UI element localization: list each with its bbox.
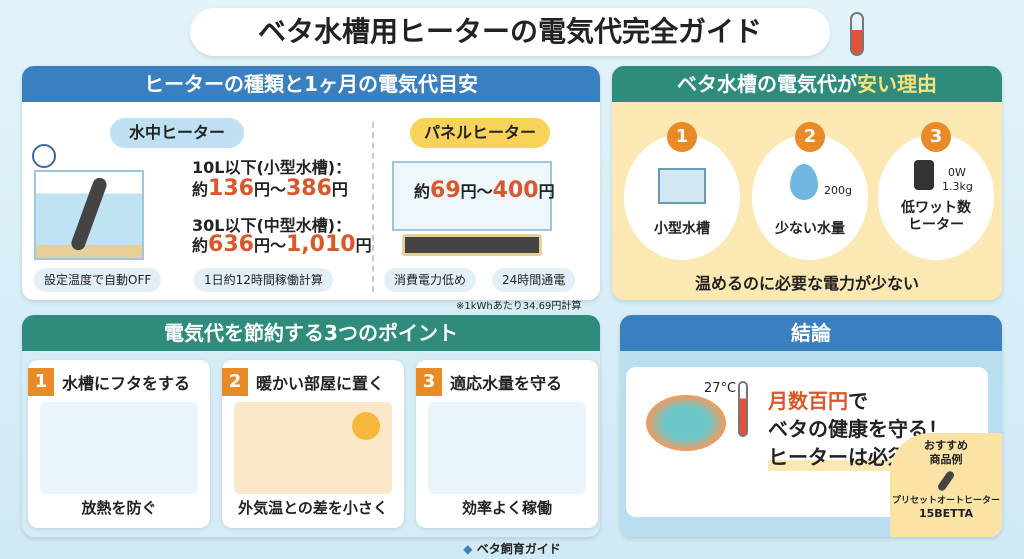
tip-title: 暖かい部屋に置く bbox=[256, 374, 385, 393]
reason-sub: 0W bbox=[948, 166, 966, 179]
section-header: 結論 bbox=[620, 315, 1002, 351]
reason-number: 2 bbox=[795, 122, 825, 152]
rec-model: 15BETTA bbox=[918, 507, 974, 520]
small-tank-price: 約136円～386円 bbox=[192, 176, 348, 201]
section-header: ヒーターの種類と1ヶ月の電気代目安 bbox=[22, 66, 600, 102]
tip-card: 3 適応水量を守る効率よく稼働 bbox=[416, 360, 598, 528]
prefix: 約 bbox=[192, 236, 209, 255]
highlight: 月数百円 bbox=[768, 389, 848, 413]
heater-mat-icon bbox=[402, 234, 542, 256]
small-tank-label: 10L以下(小型水槽)： bbox=[192, 158, 352, 177]
rec-product: プリセットオートヒーター bbox=[891, 496, 1000, 506]
tip-card: 2 暖かい部屋に置く外気温との差を小さく bbox=[222, 360, 404, 528]
yen: 円 bbox=[355, 236, 372, 255]
clock-icon bbox=[32, 144, 56, 168]
min-price: 69 bbox=[430, 178, 461, 203]
max-price: 1,010 bbox=[285, 232, 356, 257]
prefix: 約 bbox=[414, 182, 431, 201]
feature-tag: 24時間通電 bbox=[492, 268, 576, 292]
section-header: 電気代を節約する3つのポイント bbox=[22, 315, 600, 351]
line1: 月数百円で bbox=[768, 387, 948, 415]
tip-number: 2 bbox=[222, 368, 248, 396]
tip-card: 1 水槽にフタをする放熱を防ぐ bbox=[28, 360, 210, 528]
thermometer-icon bbox=[738, 381, 748, 437]
divider bbox=[372, 122, 374, 292]
yen: 円 bbox=[538, 182, 555, 201]
max-price: 386 bbox=[285, 176, 332, 201]
range: 円～ bbox=[253, 180, 286, 199]
conclusion-panel: 結論 27°C 月数百円で ベタの健康を守る！ ヒーターは必須！ おすすめ 商品… bbox=[620, 315, 1002, 537]
tip-title: 適応水量を守る bbox=[450, 374, 563, 393]
feature-tag: 設定温度で自動OFF bbox=[34, 268, 162, 292]
recommended-product: おすすめ 商品例 プリセットオートヒーター 15BETTA bbox=[890, 433, 1002, 537]
max-price: 400 bbox=[492, 178, 539, 203]
text: で bbox=[848, 389, 868, 413]
panel-tank-illustration bbox=[392, 161, 552, 231]
tip-caption: 外気温との差を小さく bbox=[238, 499, 388, 517]
header-text: ベタ水槽の電気代が bbox=[677, 72, 857, 96]
reason-card: 200g 少ない水量 bbox=[752, 134, 868, 260]
panel-heater-label: パネルヒーター bbox=[410, 118, 550, 148]
rec-title: おすすめ bbox=[924, 439, 968, 452]
min-price: 636 bbox=[208, 232, 254, 257]
sun-icon bbox=[352, 412, 380, 440]
tip-number: 3 bbox=[416, 368, 442, 396]
header-highlight: 安い理由 bbox=[857, 72, 937, 96]
prefix: 約 bbox=[192, 180, 209, 199]
betta-fish-illustration bbox=[646, 395, 726, 451]
reason-sub: 1.3kg bbox=[942, 180, 973, 193]
reason-label: 低ワット数ヒーター bbox=[901, 200, 971, 233]
range: 円～ bbox=[460, 182, 493, 201]
temperature: 27°C bbox=[704, 381, 737, 396]
warm-room-illustration bbox=[234, 402, 392, 494]
rec-title: 商品例 bbox=[929, 453, 963, 466]
yen: 円 bbox=[331, 180, 348, 199]
water-level-illustration bbox=[428, 402, 586, 494]
reason-label: 小型水槽 bbox=[654, 221, 710, 237]
mid-tank-label: 30L以下(中型水槽)： bbox=[192, 216, 352, 235]
range: 円～ bbox=[253, 236, 286, 255]
tip-caption: 効率よく稼働 bbox=[461, 499, 552, 517]
feature-tag: 消費電力低め bbox=[384, 268, 477, 292]
calc-note: ※1kWhあたり34.69円計算 bbox=[456, 301, 582, 312]
submersible-label: 水中ヒーター bbox=[110, 118, 244, 148]
reason-number: 1 bbox=[667, 122, 697, 152]
mid-tank-price: 約636円～1,010円 bbox=[192, 232, 372, 257]
fish-logo-icon: ◆ bbox=[463, 542, 477, 556]
tank-lid-illustration bbox=[40, 402, 198, 494]
feature-tag: 1日約12時間稼働計算 bbox=[194, 268, 333, 292]
min-price: 136 bbox=[208, 176, 254, 201]
water-drop-icon bbox=[790, 164, 818, 200]
tip-number: 1 bbox=[28, 368, 54, 396]
plug-icon bbox=[914, 160, 934, 190]
reason-number: 3 bbox=[921, 122, 951, 152]
reason-card: 小型水槽 bbox=[624, 134, 740, 260]
page-title: ベタ水槽用ヒーターの電気代完全ガイド bbox=[190, 8, 830, 56]
tip-caption: 放熱を防ぐ bbox=[81, 499, 157, 517]
footer-brand: ◆ ベタ飼育ガイド bbox=[0, 540, 1024, 557]
reason-label: 少ない水量 bbox=[775, 221, 845, 237]
thermometer-icon bbox=[850, 12, 864, 56]
reason-sub: 200g bbox=[824, 184, 852, 197]
reasons-summary: 温めるのに必要な電力が少ない bbox=[694, 274, 919, 293]
footer-text: ベタ飼育ガイド bbox=[476, 542, 561, 556]
heater-icon bbox=[936, 469, 956, 493]
tip-title: 水槽にフタをする bbox=[62, 374, 191, 393]
panel-price: 約69円～400円 bbox=[414, 178, 555, 203]
section-header: ベタ水槽の電気代が安い理由 bbox=[612, 66, 1002, 102]
tank-icon bbox=[658, 168, 706, 204]
heater-types-panel: ヒーターの種類と1ヶ月の電気代目安 水中ヒーター 10L以下(小型水槽)： 約1… bbox=[22, 66, 600, 300]
